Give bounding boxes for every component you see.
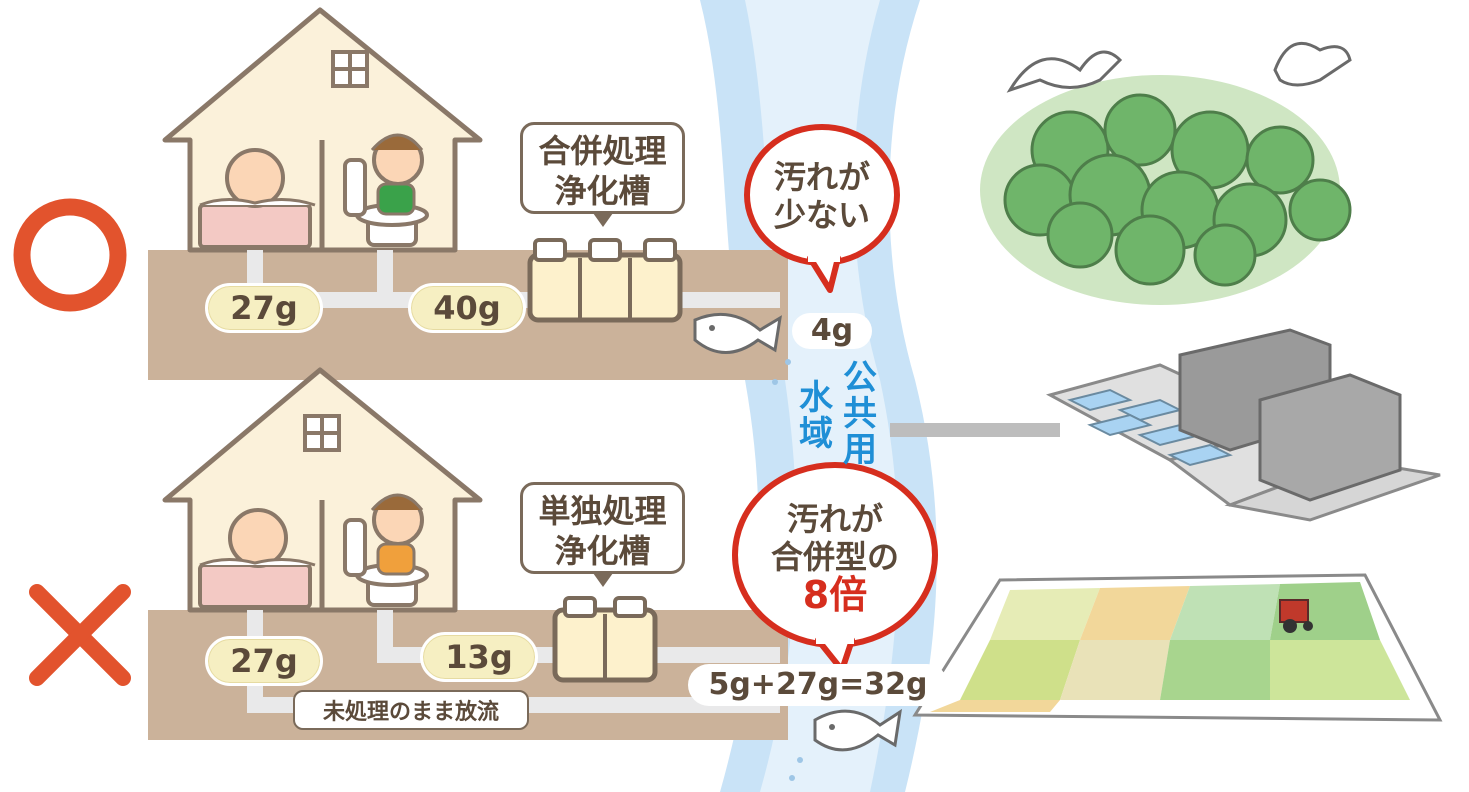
- outflow-top: 4g: [792, 313, 872, 349]
- untreated-release-label: 未処理のまま放流: [293, 690, 529, 730]
- bird-icon: [1006, 41, 1352, 93]
- bubble-bottom-line1: 汚れが: [786, 500, 883, 538]
- bath-amount-top: 27g: [205, 283, 323, 333]
- bubble-top-line1: 汚れが: [773, 158, 870, 196]
- bubble-top: [744, 124, 900, 293]
- outflow-bottom: 5g+27g=32g: [688, 664, 948, 706]
- bubble-bottom: [732, 462, 938, 673]
- tank-label-bottom: 単独処理 浄化槽: [520, 482, 685, 587]
- river-label-char: 用: [843, 430, 877, 470]
- river-label-char: 共: [843, 394, 877, 434]
- farmland: [912, 573, 1443, 722]
- bubble-bottom-text: 汚れが 合併型の 8倍: [745, 500, 925, 614]
- river-label-col2: 公共用: [842, 360, 878, 468]
- tank-top: [527, 238, 683, 323]
- window-icon: [303, 414, 341, 452]
- river-label-char: 水: [799, 378, 833, 418]
- fish-bottom-icon: [789, 708, 902, 781]
- river-label-char: 域: [799, 414, 833, 454]
- tank-label-bottom-line2: 浄化槽: [554, 532, 651, 570]
- bubble-bottom-line2: 合併型の: [770, 538, 899, 576]
- toilet-amount-top: 40g: [408, 283, 526, 333]
- toilet-amount-bottom: 13g: [420, 632, 538, 682]
- forest: [980, 75, 1352, 305]
- bath-amount-bottom: 27g: [205, 636, 323, 686]
- bubble-top-text: 汚れが 少ない: [762, 158, 882, 234]
- window-icon: [331, 50, 369, 88]
- bubble-top-line2: 少ない: [773, 196, 870, 234]
- river-label-char: 公: [843, 358, 877, 398]
- circle-mark-icon: [13, 198, 127, 312]
- bubble-bottom-accent: 8倍: [802, 573, 868, 617]
- tank-label-top: 合併処理 浄化槽: [520, 122, 685, 227]
- house-top: [162, 7, 780, 308]
- river-label-col1: 水域: [798, 380, 834, 452]
- cross-mark-icon: [29, 584, 131, 686]
- tractor-icon: [1279, 599, 1313, 633]
- tank-label-bottom-line1: 単独処理: [538, 492, 667, 530]
- factory: [890, 328, 1441, 522]
- tank-label-top-line1: 合併処理: [538, 132, 667, 170]
- house-bottom: [162, 367, 780, 713]
- tank-bottom: [552, 596, 658, 683]
- tank-label-top-line2: 浄化槽: [554, 172, 651, 210]
- fish-top-icon: [693, 312, 791, 385]
